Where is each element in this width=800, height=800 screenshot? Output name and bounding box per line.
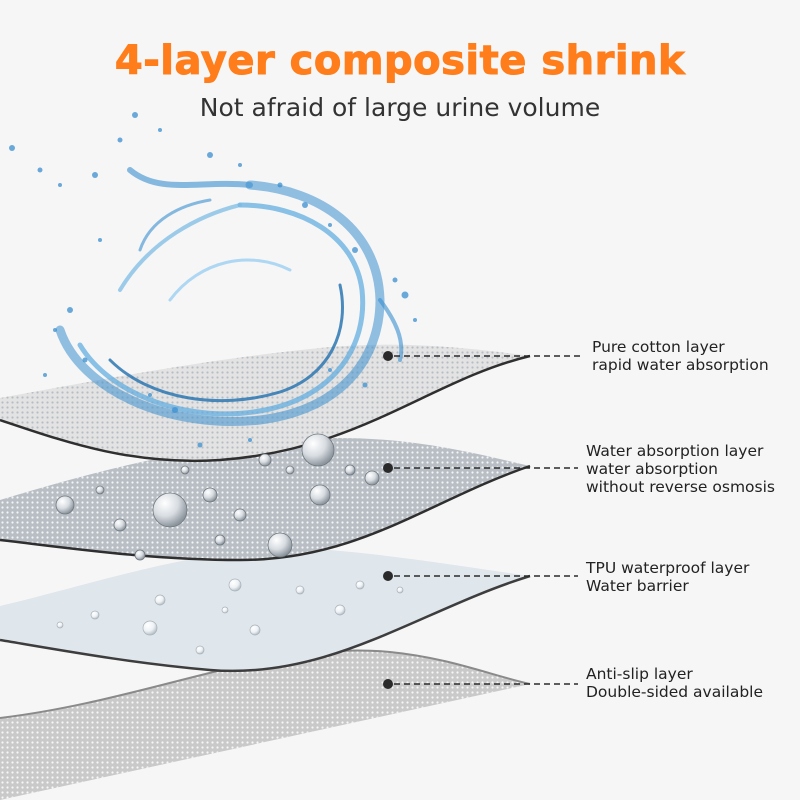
page-subtitle: Not afraid of large urine volume bbox=[199, 93, 601, 122]
layer-description: rapid water absorption bbox=[592, 356, 769, 374]
layer-title: Pure cotton layer bbox=[592, 338, 725, 356]
page-title: 4-layer composite shrink bbox=[114, 38, 686, 85]
absorption-layer-label: Water absorption layer water absorption … bbox=[586, 442, 775, 496]
layer-title: Water absorption layer bbox=[586, 442, 764, 460]
layer-description: water absorption bbox=[586, 460, 718, 478]
cotton-layer-label: Pure cotton layer rapid water absorption bbox=[592, 338, 769, 374]
callout-line-antislip bbox=[383, 679, 578, 689]
tpu-droplets-icon bbox=[56, 578, 404, 655]
anti-slip-layer bbox=[0, 649, 531, 800]
layer-description: Water barrier bbox=[586, 577, 689, 595]
tpu-layer-label: TPU waterproof layer Water barrier bbox=[586, 559, 749, 595]
water-splash-icon bbox=[9, 112, 417, 448]
layer-description: without reverse osmosis bbox=[586, 478, 775, 496]
callout-line-tpu bbox=[383, 571, 578, 581]
cotton-layer bbox=[0, 344, 531, 463]
callout-line-absorption bbox=[383, 463, 578, 473]
tpu-layer bbox=[0, 548, 531, 673]
water-droplets-icon bbox=[55, 433, 380, 561]
layer-title: Anti-slip layer bbox=[586, 665, 693, 683]
layer-description: Double-sided available bbox=[586, 683, 764, 701]
antislip-layer-label: Anti-slip layer Double-sided available bbox=[586, 665, 763, 701]
callout-line-cotton bbox=[383, 351, 583, 361]
layer-title: TPU waterproof layer bbox=[586, 559, 750, 577]
